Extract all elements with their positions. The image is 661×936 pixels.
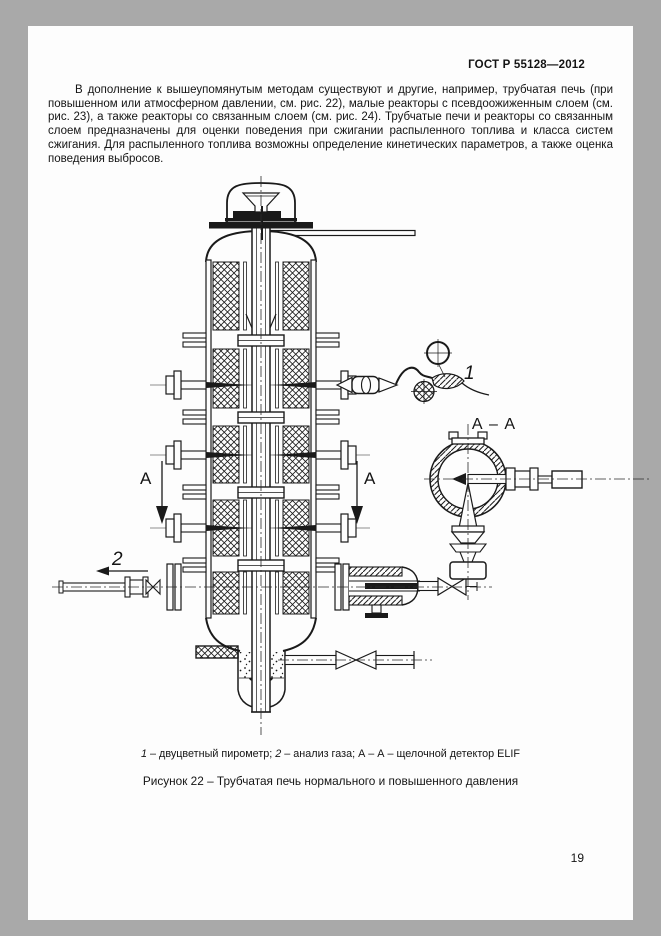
figure-caption: Рисунок 22 – Трубчатая печь нормального … <box>142 774 519 788</box>
side-probe-device <box>334 563 478 618</box>
legend-item-2-num: 2 <box>275 748 282 760</box>
legend-item-1-num: 1 <box>141 748 148 760</box>
centerlines <box>52 176 650 735</box>
lens-icon <box>360 375 372 395</box>
joint-flanges <box>182 332 340 573</box>
page-number: 19 <box>570 851 584 865</box>
standard-number-header: ГОСТ Р 55128—2012 <box>468 59 585 71</box>
label-section-aa: А – А <box>472 416 516 433</box>
legend-item-1-text: – двуцветный пирометр; <box>147 748 276 760</box>
label-section-a-right: А <box>364 469 376 488</box>
furnace-vessel <box>205 229 317 652</box>
label-section-a-left: А <box>140 469 152 488</box>
furnace-segments <box>212 261 310 615</box>
wall-bracket <box>195 645 239 659</box>
legend-item-2-text: – анализ газа; <box>281 748 359 760</box>
legend-item-3-text: А – А – щелочной детектор ELIF <box>358 748 520 760</box>
cable <box>395 366 433 385</box>
central-tube <box>251 205 271 713</box>
figure-legend: 1 – двуцветный пирометр; 2 – анализ газа… <box>48 748 613 760</box>
body-paragraph: В дополнение к вышеупомянутым методам су… <box>48 84 613 165</box>
pyrometer <box>335 339 490 404</box>
flow-arrow <box>96 566 109 576</box>
bottom-collector <box>195 645 286 709</box>
valve-icon <box>437 576 454 597</box>
label-item-1: 1 <box>464 363 475 384</box>
label-item-2: 2 <box>111 549 123 570</box>
section-view-aa <box>429 431 583 580</box>
section-markers <box>156 461 363 524</box>
